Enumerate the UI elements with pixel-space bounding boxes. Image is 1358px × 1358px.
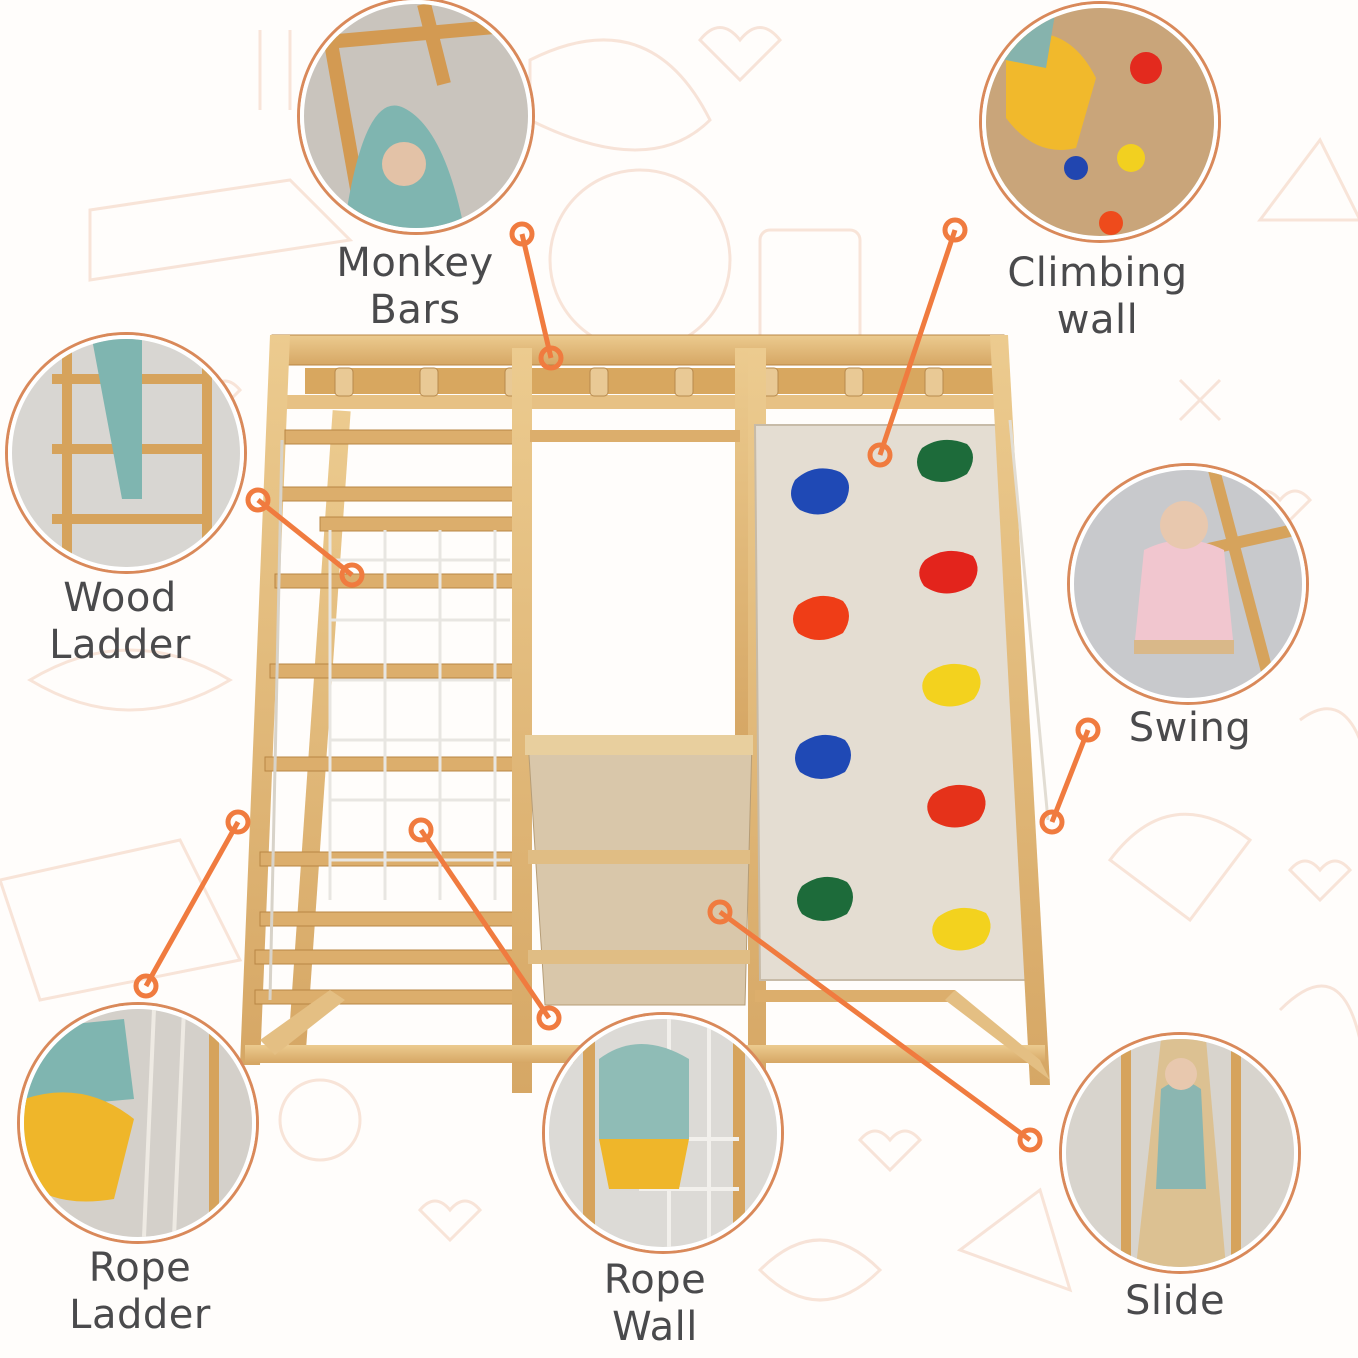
label-line: Rope: [88, 1245, 192, 1291]
climbing-wall-photo: [982, 4, 1218, 240]
child-on-climbing-wall-image: [986, 8, 1214, 236]
label-line: Monkey: [336, 240, 494, 286]
label-rope-wall: Rope Wall: [570, 1257, 740, 1351]
label-monkey-bars: Monkey Bars: [310, 240, 520, 334]
label-line: Wood: [63, 575, 177, 621]
label-rope-ladder: Rope Ladder: [40, 1245, 240, 1339]
child-on-wood-ladder-image: [12, 339, 240, 567]
child-on-rope-ladder-image: [24, 1009, 252, 1237]
label-line: Slide: [1124, 1278, 1226, 1324]
label-line: Climbing: [1007, 250, 1188, 296]
label-swing: Swing: [1110, 705, 1270, 752]
child-on-monkey-bars-image: [304, 4, 528, 228]
label-line: Swing: [1128, 705, 1252, 751]
rope-ladder-photo: [20, 1005, 256, 1241]
child-on-swing-image: [1074, 470, 1302, 698]
top-beam: [271, 334, 1005, 366]
child-on-rope-wall-image: [549, 1019, 777, 1247]
child-on-slide-image: [1066, 1039, 1294, 1267]
label-line: Ladder: [49, 622, 191, 668]
label-slide: Slide: [1100, 1278, 1250, 1325]
label-climbing-wall: Climbing wall: [985, 250, 1210, 344]
wood-ladder-photo: [8, 335, 244, 571]
label-line: Bars: [369, 287, 461, 333]
slide-panel: [527, 739, 753, 1006]
label-line: Wall: [612, 1304, 698, 1350]
swing-photo: [1070, 466, 1306, 702]
monkey-bars-photo: [300, 0, 532, 232]
label-line: Rope: [603, 1257, 707, 1303]
label-line: wall: [1056, 297, 1139, 343]
label-line: Ladder: [69, 1292, 211, 1338]
label-wood-ladder: Wood Ladder: [20, 575, 220, 669]
slide-photo: [1062, 1035, 1298, 1271]
climbing-wall-panel: [753, 424, 1032, 981]
rope-wall-photo: [545, 1015, 781, 1251]
